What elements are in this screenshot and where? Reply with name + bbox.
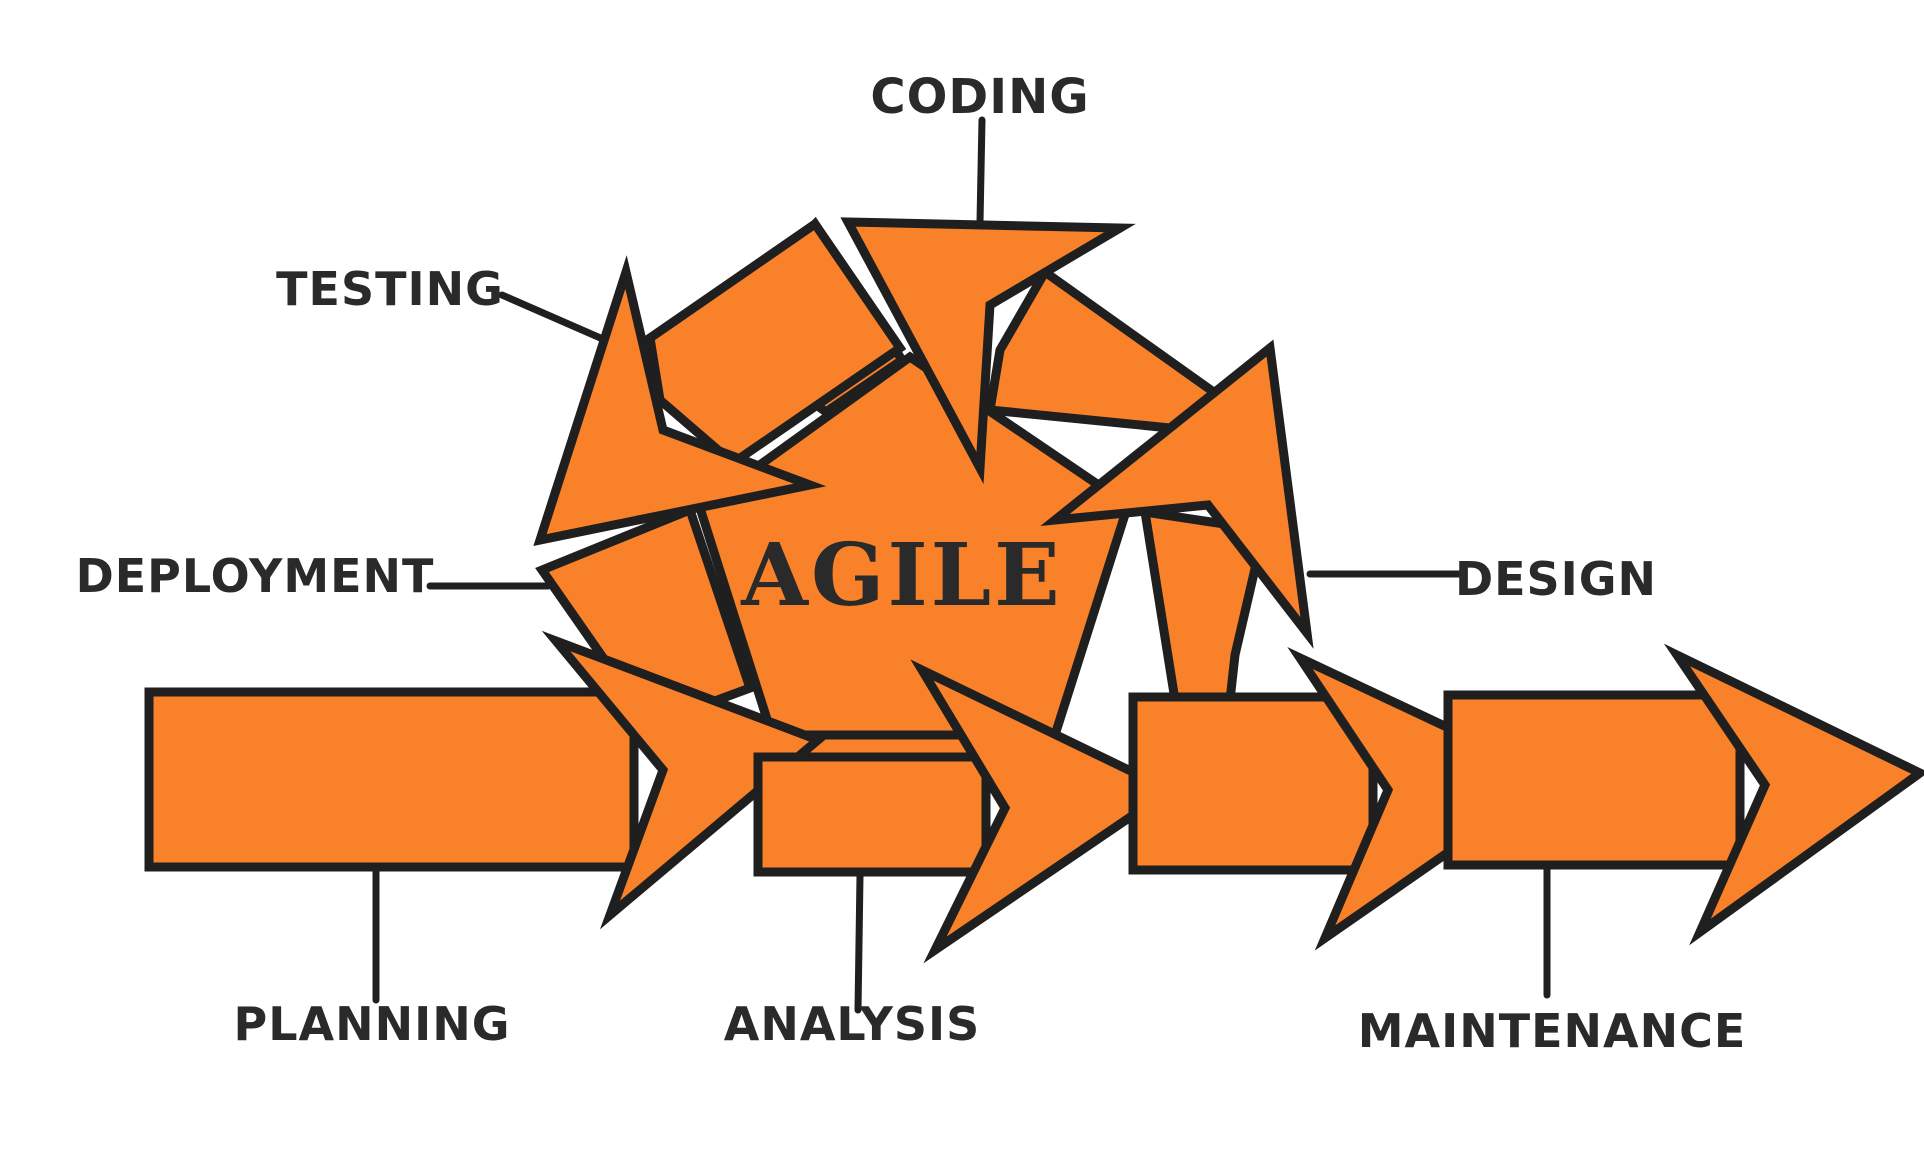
label-planning: PLANNING <box>234 997 511 1051</box>
block-planning <box>144 687 639 872</box>
label-deployment: DEPLOYMENT <box>76 549 435 603</box>
cycle-segment-coding-right <box>984 265 1229 435</box>
arrow-coding <box>840 217 1136 485</box>
leader-coding <box>976 116 986 226</box>
label-analysis: ANALYSIS <box>724 997 981 1051</box>
chevron-maintenance <box>1663 643 1924 946</box>
label-coding: CODING <box>870 69 1089 125</box>
label-testing: TESTING <box>276 262 504 316</box>
label-maintenance: MAINTENANCE <box>1358 1004 1747 1058</box>
block-middle <box>1128 692 1378 875</box>
chevron-planning <box>541 630 827 930</box>
center-label-agile: AGILE <box>740 525 1062 626</box>
leader-testing <box>498 291 609 344</box>
label-design: DESIGN <box>1455 552 1657 606</box>
block-maintenance <box>1443 690 1745 870</box>
leader-analysis <box>854 872 864 1014</box>
arrow-design <box>1040 339 1314 649</box>
block-analysis <box>753 752 991 877</box>
leader-lines <box>372 116 1551 1014</box>
cycle-segment-testing <box>645 217 907 469</box>
labels: AGILE CODING TESTING DEPLOYMENT DESIGN P… <box>76 69 1747 1058</box>
chevron-analysis <box>910 659 1179 964</box>
linear-flow <box>144 630 1924 964</box>
